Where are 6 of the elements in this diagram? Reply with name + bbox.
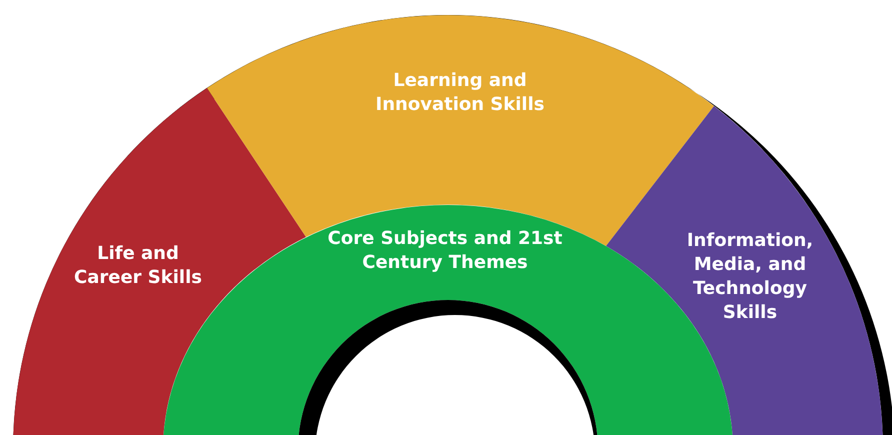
arc-segment <box>13 88 306 435</box>
segment-label: Information, Media, and Technology Skills <box>686 229 814 325</box>
segment-label: Core Subjects and 21st Century Themes <box>326 227 564 275</box>
segment-label: Learning and Innovation Skills <box>374 69 546 117</box>
segment-label: Life and Career Skills <box>73 242 203 290</box>
arc-segment <box>606 106 883 435</box>
